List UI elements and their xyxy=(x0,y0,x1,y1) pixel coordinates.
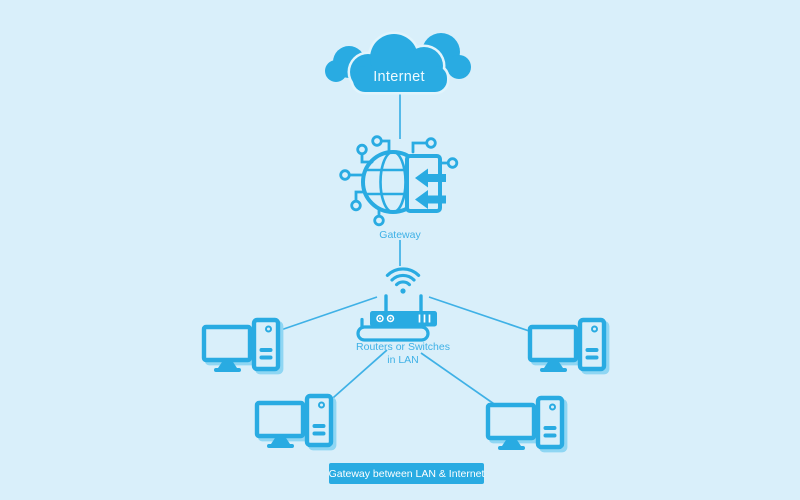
wifi-waves-icon xyxy=(385,267,421,287)
wireless-router-icon xyxy=(356,267,437,342)
caption-badge: Gateway between LAN & Internet xyxy=(329,463,484,484)
computer-icon xyxy=(488,398,565,450)
internet-label: Internet xyxy=(373,69,425,85)
inbound-arrows-icon xyxy=(415,168,446,209)
caption-text: Gateway between LAN & Internet xyxy=(328,467,485,480)
cloud-icon xyxy=(325,31,471,95)
line-router-bottomleft-pc xyxy=(324,349,388,406)
computer-icon xyxy=(530,320,607,372)
router-label-line2: in LAN xyxy=(387,353,419,366)
connection-lines xyxy=(271,93,539,407)
line-router-bottomright-pc xyxy=(420,352,498,407)
globe-circuit-icon xyxy=(339,135,459,227)
gateway-label: Gateway xyxy=(379,229,421,241)
line-router-right-pc xyxy=(428,296,539,335)
computer-icon xyxy=(257,396,334,448)
line-router-left-pc xyxy=(271,296,378,334)
router-label: Routers or Switches in LAN xyxy=(356,341,450,366)
computer-icon xyxy=(204,320,281,372)
router-label-line1: Routers or Switches xyxy=(356,341,450,353)
circuit-traces xyxy=(339,135,459,227)
